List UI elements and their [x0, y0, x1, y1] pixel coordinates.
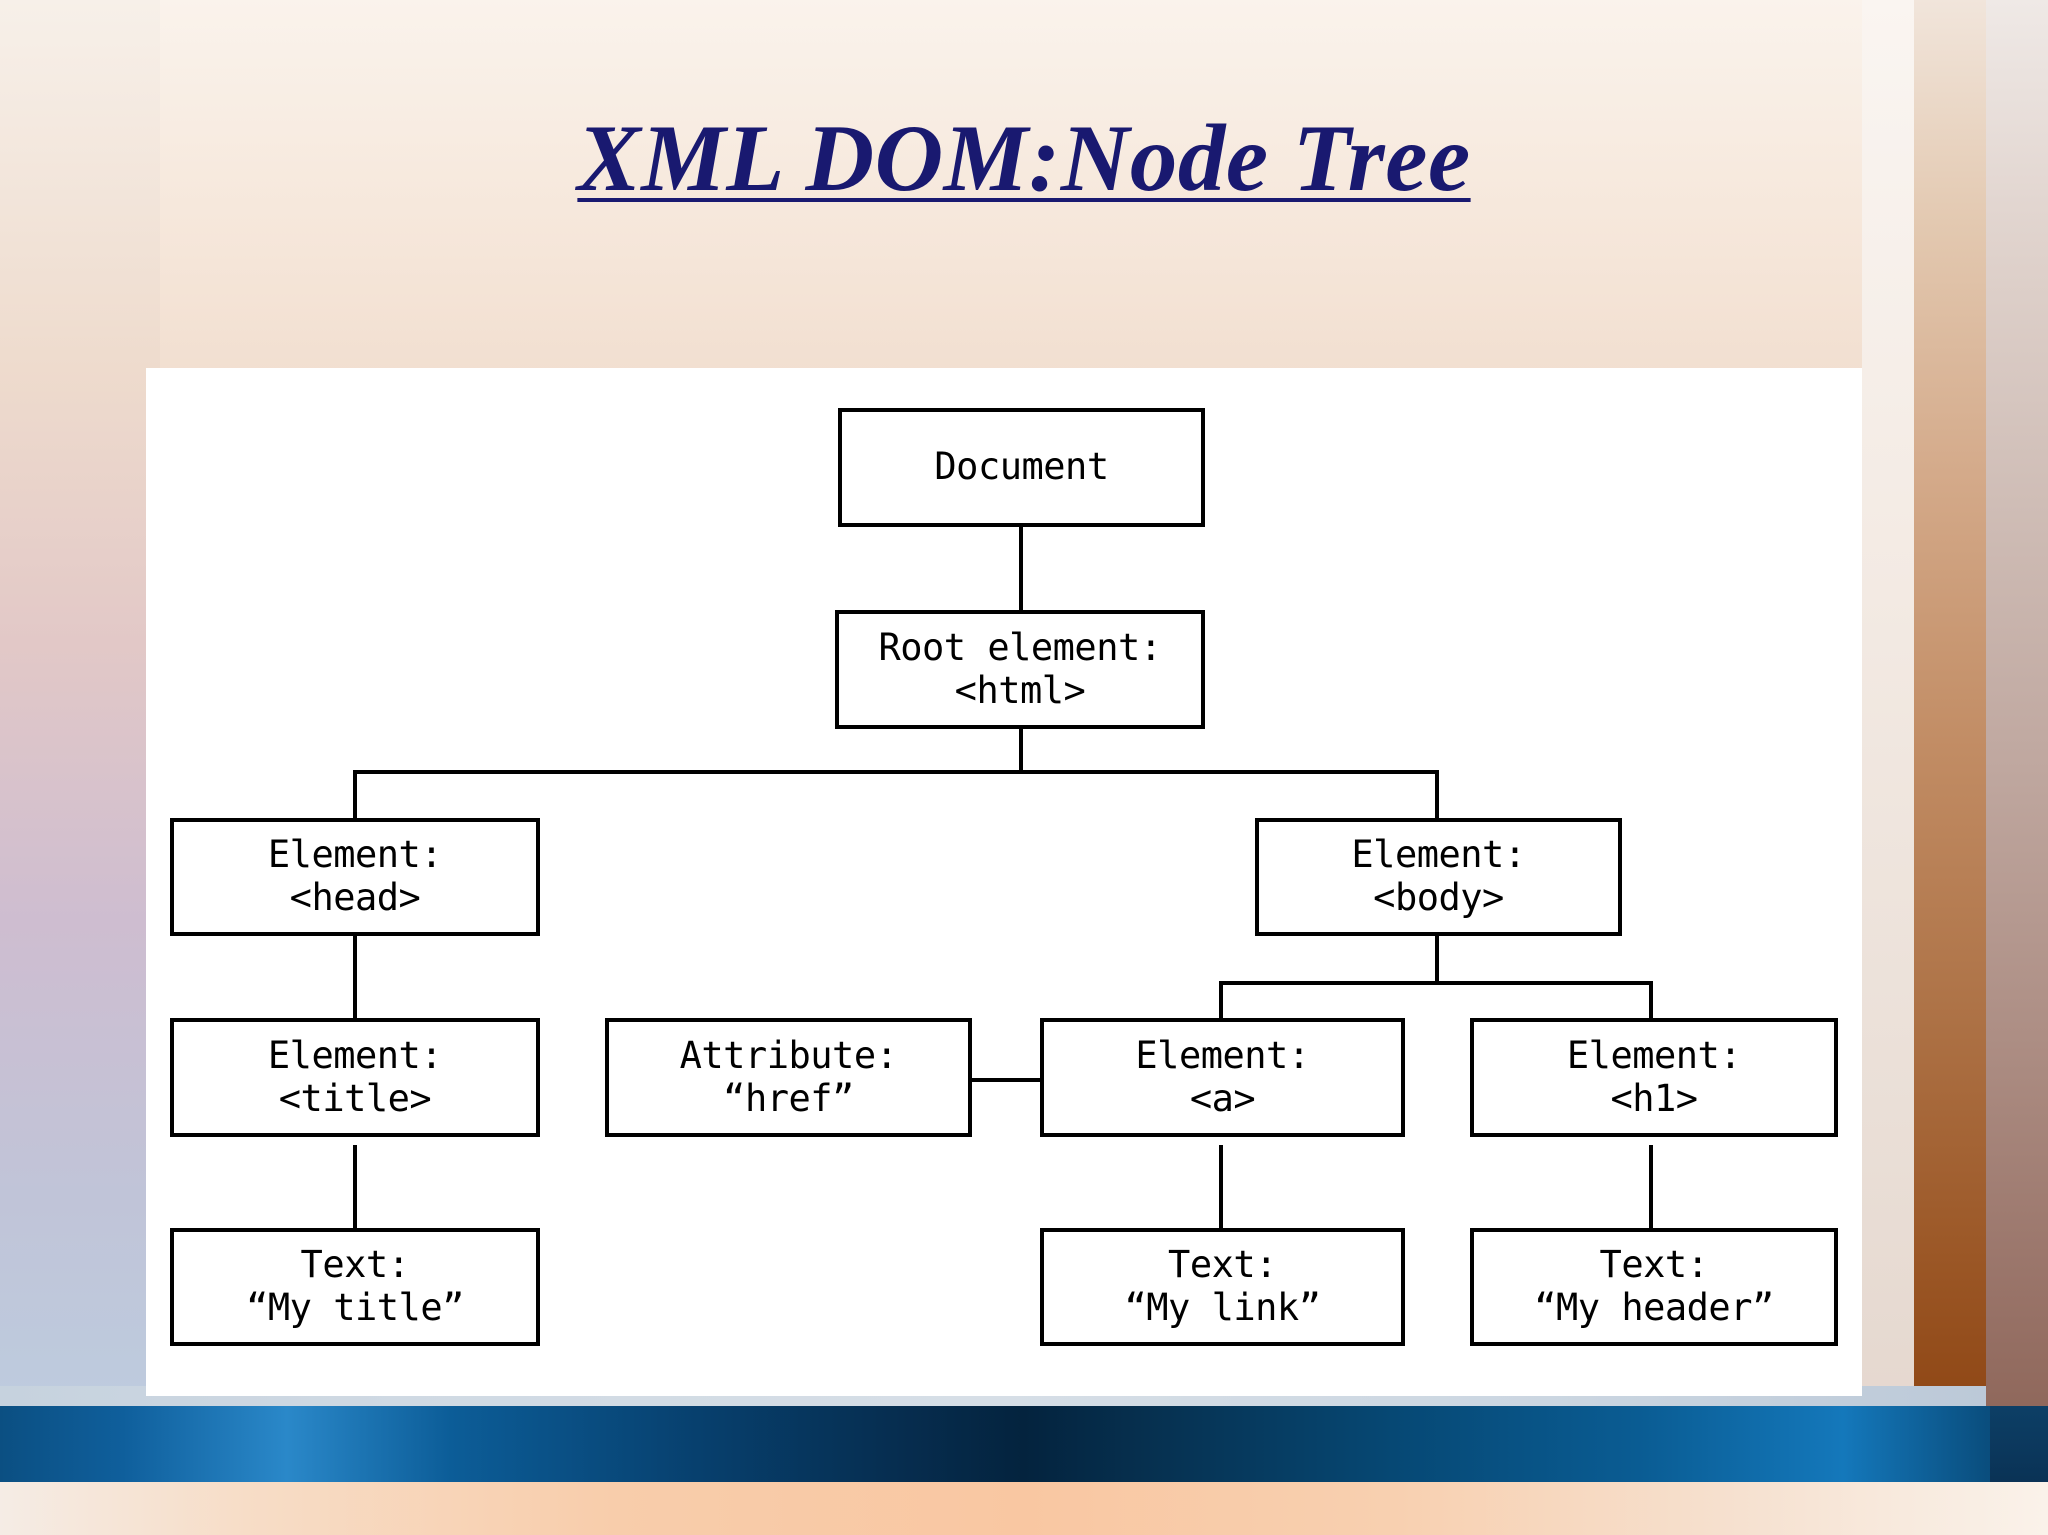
node-element-title-line1: Element:: [267, 1033, 443, 1077]
footer-strip-blue: [0, 1406, 2048, 1484]
page-title-container: XML DOM:Node Tree: [0, 108, 2048, 209]
node-document-line1: Document: [934, 445, 1109, 489]
edge-root-bus: [353, 770, 1439, 774]
edge-bus-head: [353, 770, 357, 820]
edge-head-title: [353, 935, 357, 1020]
node-element-a[interactable]: Element: <a>: [1040, 1018, 1405, 1137]
node-document[interactable]: Document: [838, 408, 1205, 527]
background-band-mauve: [1986, 0, 2048, 1480]
node-attribute-href-line2: “href”: [723, 1076, 854, 1120]
edge-document-root: [1019, 527, 1023, 611]
node-element-a-line2: <a>: [1189, 1076, 1256, 1120]
node-element-h1-line1: Element:: [1566, 1033, 1742, 1077]
edge-bus-h1: [1649, 981, 1653, 1020]
background-band-cream-right: [1862, 0, 1914, 1480]
edge-bus-body: [1435, 770, 1439, 820]
edge-attribute-anchor: [968, 1078, 1042, 1082]
node-root-element[interactable]: Root element: <html>: [835, 610, 1205, 729]
node-element-h1-line2: <h1>: [1610, 1076, 1698, 1120]
edge-bus-anchor: [1219, 981, 1223, 1020]
diagram-panel: Document Root element: <html> Element: <…: [146, 368, 1862, 1396]
footer-strip-blue-cap: [1990, 1406, 2048, 1484]
node-element-body[interactable]: Element: <body>: [1255, 818, 1622, 936]
node-element-h1[interactable]: Element: <h1>: [1470, 1018, 1838, 1137]
node-attribute-href[interactable]: Attribute: “href”: [605, 1018, 972, 1137]
node-attribute-href-line1: Attribute:: [679, 1033, 898, 1077]
node-root-element-line1: Root element:: [878, 625, 1162, 669]
node-text-my-header-line1: Text:: [1599, 1243, 1709, 1287]
node-element-head-line1: Element:: [267, 833, 443, 877]
footer-strip-peach: [0, 1482, 2048, 1535]
node-root-element-line2: <html>: [954, 668, 1086, 712]
node-element-title[interactable]: Element: <title>: [170, 1018, 540, 1137]
node-text-my-title-line2: “My title”: [246, 1286, 464, 1329]
page-title: XML DOM:Node Tree: [577, 105, 1471, 211]
background-wash-top: [0, 0, 2048, 420]
edge-h1-text: [1649, 1145, 1653, 1230]
node-element-body-line1: Element:: [1351, 833, 1526, 877]
node-text-my-header-line2: “My header”: [1534, 1286, 1774, 1329]
node-text-my-link-line1: Text:: [1168, 1243, 1277, 1287]
node-element-head-line2: <head>: [289, 876, 421, 919]
edge-body-stem: [1435, 935, 1439, 983]
edge-root-stem: [1019, 728, 1023, 772]
node-text-my-link[interactable]: Text: “My link”: [1040, 1228, 1405, 1346]
node-element-body-line2: <body>: [1373, 876, 1504, 919]
edge-body-bus: [1219, 981, 1653, 985]
node-text-my-title[interactable]: Text: “My title”: [170, 1228, 540, 1346]
edge-anchor-text: [1219, 1145, 1223, 1230]
node-element-title-line2: <title>: [278, 1076, 432, 1120]
node-element-head[interactable]: Element: <head>: [170, 818, 540, 936]
background-wash-left: [0, 0, 160, 1535]
background-band-copper: [1914, 0, 1986, 1480]
node-text-my-title-line1: Text:: [300, 1243, 410, 1287]
edge-title-text: [353, 1145, 357, 1230]
node-text-my-header[interactable]: Text: “My header”: [1470, 1228, 1838, 1346]
node-element-a-line1: Element:: [1135, 1033, 1310, 1077]
node-text-my-link-line2: “My link”: [1124, 1286, 1321, 1329]
